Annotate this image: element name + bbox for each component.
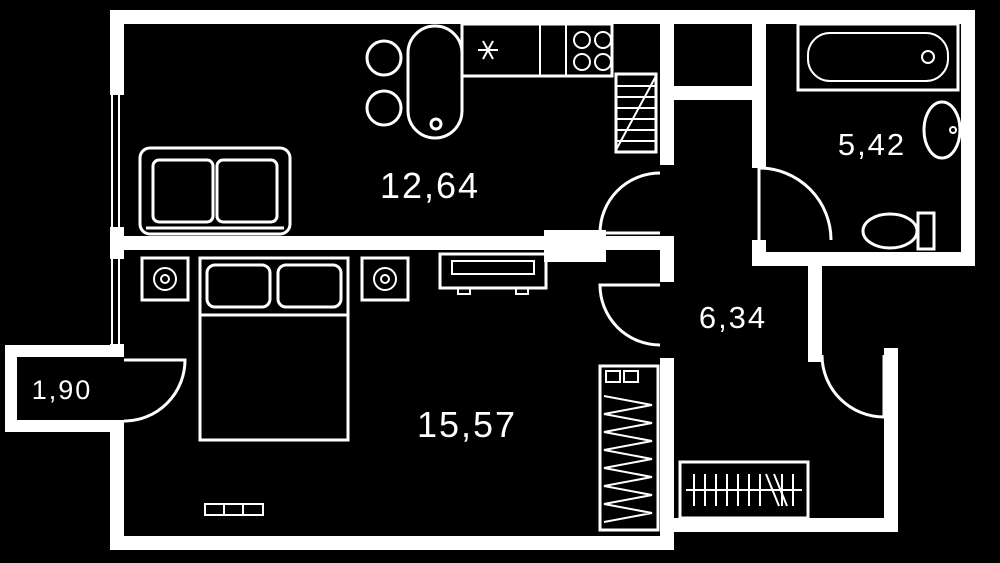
- hanger-slashes: [765, 473, 788, 507]
- wardrobe-box: [605, 370, 621, 383]
- wall-balcony-top: [5, 345, 110, 357]
- bed: [198, 256, 350, 442]
- room-label-hallway: 6,34: [699, 300, 767, 335]
- tall-unit-outline: [614, 72, 658, 154]
- nightstand-left: [140, 256, 190, 302]
- table-top: [406, 24, 464, 140]
- dressing-furniture: [678, 460, 810, 520]
- wardrobe-bedroom: [598, 364, 660, 532]
- window-bedroom-left: [110, 257, 124, 346]
- wall-balcony-left: [5, 345, 17, 432]
- wall-balcony-bottom: [5, 420, 110, 432]
- lamp-center: [380, 274, 390, 284]
- counter-outline: [460, 22, 614, 78]
- chair: [365, 39, 403, 77]
- sofa-cushion: [151, 158, 215, 224]
- door-bathroom: [757, 166, 833, 241]
- wall-right-bathroom: [961, 10, 975, 266]
- nightstand-outline: [360, 256, 410, 302]
- bathtub-drain: [921, 50, 935, 64]
- bathtub: [796, 22, 960, 92]
- door-bedroom-hallway: [598, 283, 661, 347]
- wall-middle-horizontal: [110, 236, 674, 250]
- sofa-outline: [138, 146, 292, 236]
- wall-dressing-right: [884, 348, 898, 532]
- wall-bathroom-left-lower: [752, 240, 766, 266]
- wall-left-balcony-joint: [110, 345, 124, 357]
- room-labels: 12,64 5,42 6,34 15,57 1,90: [32, 127, 906, 445]
- bathtub-inner: [807, 32, 949, 82]
- tv-screen: [451, 260, 535, 275]
- hanger-wardrobe-outline: [678, 460, 810, 520]
- nightstand-outline: [140, 256, 190, 302]
- walls: [5, 10, 975, 550]
- wall-dressing-bottom: [660, 518, 898, 532]
- lamp-center: [160, 274, 170, 284]
- tv-console: [438, 252, 548, 295]
- room-label-living-kitchen: 12,64: [380, 165, 480, 206]
- room-label-bedroom: 15,57: [417, 404, 517, 445]
- wall-bedroom-bottom: [110, 536, 674, 550]
- dining-table: [365, 24, 464, 140]
- kitchen-counter: [460, 22, 614, 78]
- radiator: [204, 503, 264, 516]
- living-kitchen-furniture: [138, 22, 658, 295]
- sofa: [138, 146, 292, 236]
- tall-unit-rungs: [615, 75, 657, 151]
- wall-living-right-upper: [660, 10, 674, 165]
- washbasin-bowl: [922, 100, 962, 160]
- stove-burners: [573, 31, 612, 71]
- table-decor: [429, 117, 443, 131]
- counter-dividers: [539, 24, 567, 76]
- burner: [573, 53, 591, 71]
- wall-pier: [544, 230, 606, 262]
- wall-shaft-bottom: [660, 86, 766, 100]
- wall-bedroom-right: [660, 358, 674, 550]
- window-living-left: [110, 93, 124, 229]
- hanger-ticks: [693, 474, 794, 506]
- wall-top: [110, 10, 975, 24]
- sink-icon: [478, 40, 498, 60]
- burner: [594, 53, 612, 71]
- wall-left-upper: [110, 10, 124, 94]
- toilet-bowl: [861, 212, 919, 250]
- door-living-hallway: [598, 171, 661, 235]
- tv-console-feet: [457, 287, 529, 295]
- tv-console-outline: [438, 252, 548, 290]
- wardrobe-box: [623, 370, 639, 383]
- wall-left-lower: [110, 420, 124, 550]
- door-dressing: [820, 354, 886, 419]
- wall-bathroom-bottom: [752, 252, 975, 266]
- nightstand-right: [360, 256, 410, 302]
- lamp: [373, 267, 397, 291]
- door-balcony: [123, 358, 187, 423]
- toilet-tank: [916, 211, 936, 251]
- burner: [573, 31, 591, 49]
- bathtub-outline: [796, 22, 960, 92]
- wardrobe-shelf-zigzag: [603, 395, 653, 523]
- radiator-ticks: [223, 504, 244, 515]
- chair: [365, 89, 403, 127]
- burner: [594, 31, 612, 49]
- washbasin: [922, 100, 962, 160]
- bathroom-fixtures: [796, 22, 962, 251]
- toilet: [861, 211, 936, 251]
- kitchen-tall-unit: [614, 72, 658, 154]
- bedroom-furniture: [140, 256, 660, 532]
- room-label-balcony: 1,90: [32, 375, 93, 405]
- wall-hallway-right: [808, 252, 822, 362]
- pillow: [276, 263, 343, 309]
- wardrobe-outline: [598, 364, 660, 532]
- washbasin-tap: [949, 126, 957, 134]
- bed-outline: [198, 256, 350, 442]
- radiator-outline: [204, 503, 264, 516]
- room-label-bathroom: 5,42: [838, 127, 906, 162]
- sofa-cushion: [215, 158, 279, 224]
- pillow: [205, 263, 272, 309]
- windows: [110, 93, 124, 346]
- lamp: [153, 267, 177, 291]
- doors: [123, 166, 886, 423]
